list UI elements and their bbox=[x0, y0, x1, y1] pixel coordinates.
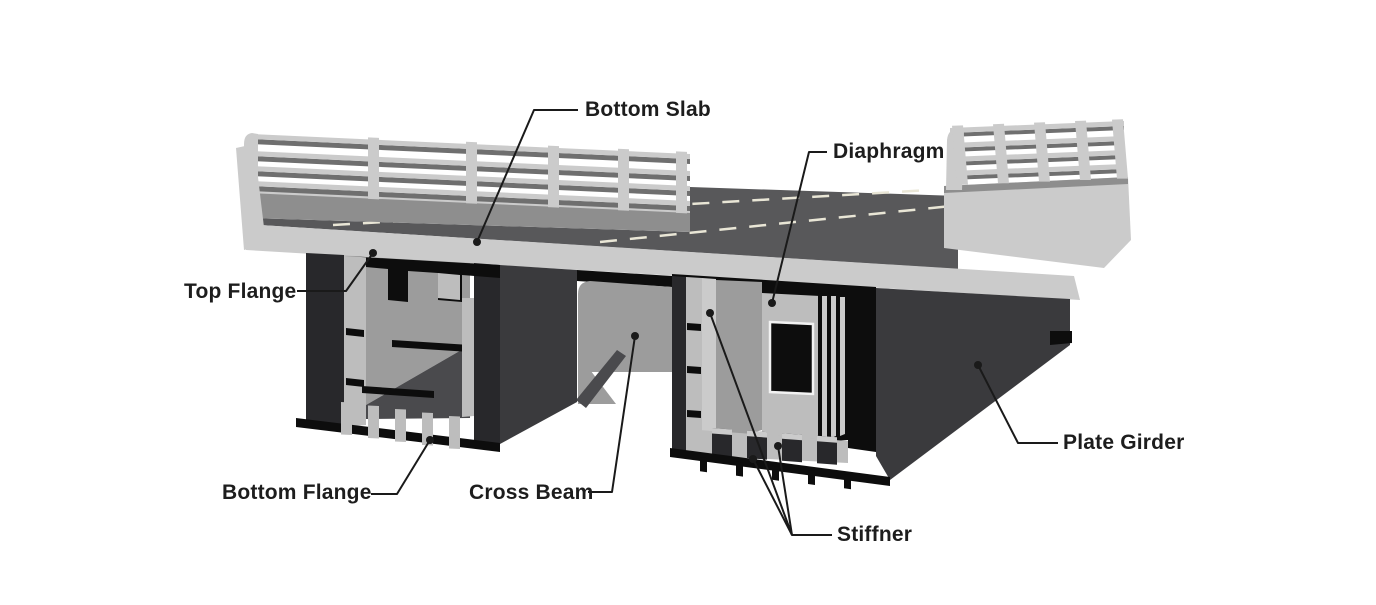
stiffener-tooth bbox=[736, 461, 743, 477]
stiffener-strip bbox=[831, 296, 836, 438]
bottom-flange-edge bbox=[670, 448, 890, 486]
label-cross-beam: Cross Beam bbox=[469, 481, 594, 504]
top-flange-shadow bbox=[344, 256, 500, 302]
flange-lip bbox=[1050, 331, 1072, 345]
girder-inner-floor bbox=[366, 345, 470, 419]
plate-girder-face bbox=[876, 288, 1070, 480]
girder-side-face bbox=[500, 265, 577, 444]
floor-tab-top bbox=[782, 433, 802, 441]
floor-tab bbox=[782, 433, 802, 463]
web-slot bbox=[687, 410, 701, 418]
label-diaphragm: Diaphragm bbox=[833, 140, 945, 163]
railing-post bbox=[466, 141, 477, 204]
railing-post bbox=[676, 151, 687, 214]
stiffener-tooth bbox=[700, 457, 707, 473]
diaphragm-manhole-edge bbox=[768, 320, 815, 396]
parapet-mass bbox=[944, 177, 1131, 268]
stiffener-strip bbox=[840, 297, 845, 436]
parapet-base-face bbox=[250, 192, 690, 232]
leader-plate-girder bbox=[974, 361, 1058, 444]
under-flange-stiffeners bbox=[700, 457, 851, 490]
label-plate-girder: Plate Girder bbox=[1063, 431, 1185, 454]
leader-stiffner bbox=[706, 309, 832, 536]
road-surface bbox=[252, 187, 958, 269]
left-box-girder bbox=[296, 253, 577, 452]
stiffener-strip bbox=[822, 296, 827, 440]
railing-post bbox=[368, 137, 379, 200]
web-slot bbox=[346, 378, 364, 387]
leader-cross-beam bbox=[588, 332, 639, 493]
leader-diaphragm bbox=[768, 151, 827, 307]
girder-inner-wall bbox=[716, 280, 762, 443]
wall-slot bbox=[392, 340, 470, 352]
left-web-face bbox=[306, 253, 344, 428]
stiffener-plate bbox=[341, 402, 352, 435]
stiffener-tooth bbox=[844, 474, 851, 490]
floor-tab-top bbox=[817, 435, 837, 443]
leader-lines bbox=[297, 109, 1058, 536]
railing-post bbox=[952, 125, 968, 185]
wall-slot bbox=[362, 386, 434, 398]
railing-post bbox=[548, 145, 559, 208]
railing-post bbox=[1034, 122, 1050, 182]
stiffener-plate bbox=[449, 416, 460, 449]
leader-top-flange bbox=[297, 249, 377, 292]
stiffener-plate bbox=[368, 405, 379, 439]
deck-end-face bbox=[236, 144, 266, 250]
floor-tab bbox=[817, 435, 837, 465]
left-web-face bbox=[672, 276, 686, 458]
floor-tab bbox=[712, 428, 732, 457]
left-web-inner bbox=[344, 255, 366, 427]
label-bottom-slab: Bottom Slab bbox=[585, 98, 711, 121]
gap-shadow bbox=[577, 270, 672, 287]
cross-beam-chord bbox=[576, 350, 626, 408]
stiffener-tooth bbox=[772, 465, 779, 481]
road bbox=[252, 187, 958, 269]
cross-beam-web bbox=[578, 281, 672, 372]
parapet-top bbox=[944, 177, 1128, 193]
web-slot bbox=[687, 366, 701, 374]
floor-tab-top bbox=[747, 430, 767, 438]
web-stiffener-strip bbox=[702, 278, 716, 450]
railing-post bbox=[1112, 119, 1128, 179]
label-bottom-flange: Bottom Flange bbox=[222, 481, 372, 504]
stiffener-tooth bbox=[808, 470, 815, 485]
label-top-flange: Top Flange bbox=[184, 280, 297, 303]
right-parapet bbox=[944, 177, 1131, 268]
leader-bottom-flange bbox=[371, 436, 434, 495]
right-web-face bbox=[474, 263, 500, 444]
diaphragm-stiffener-strips bbox=[822, 296, 845, 440]
cross-beam-shape bbox=[576, 270, 672, 408]
web-slot bbox=[687, 323, 701, 331]
railing-post bbox=[1075, 120, 1091, 180]
stiffener-plate bbox=[395, 409, 406, 442]
railing-post bbox=[993, 123, 1009, 184]
bottom-slab-edge bbox=[244, 224, 1080, 300]
diaphragm-manhole bbox=[770, 322, 813, 394]
web-slot bbox=[346, 328, 364, 337]
railing-post bbox=[618, 148, 629, 211]
interior-void bbox=[848, 288, 876, 452]
floor-tab-top bbox=[712, 428, 732, 435]
right-web-inner bbox=[462, 298, 474, 417]
top-flange-tab bbox=[438, 273, 460, 300]
lane-dash-line bbox=[599, 198, 1011, 244]
label-stiffner: Stiffner bbox=[837, 523, 913, 546]
leader-bottom-slab bbox=[473, 109, 578, 246]
right-railing bbox=[946, 119, 1128, 190]
right-box-girder bbox=[670, 274, 1072, 490]
